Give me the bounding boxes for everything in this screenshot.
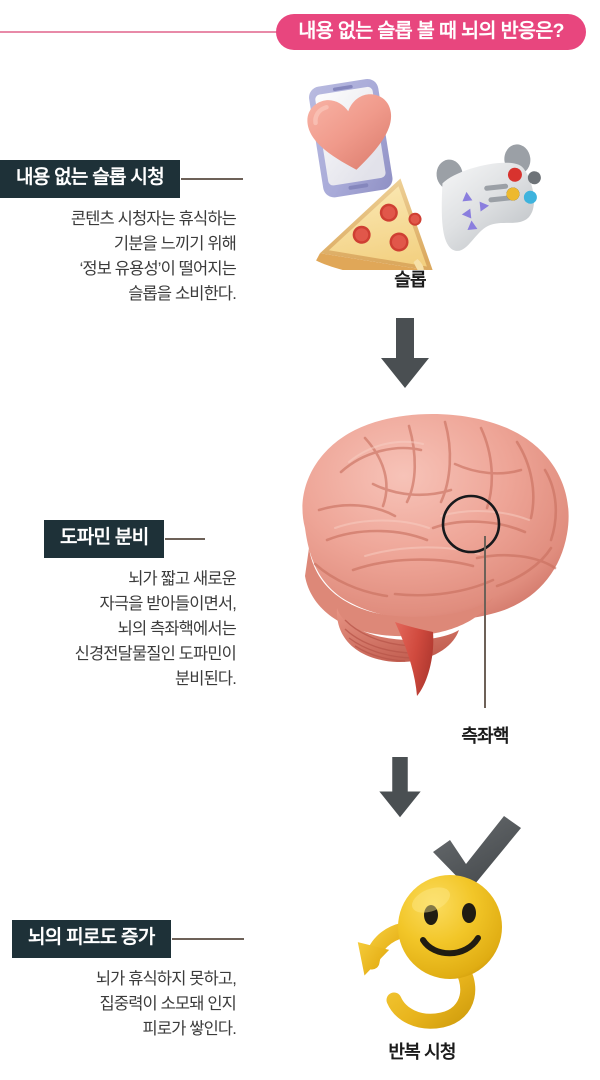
label-slop-viewing: 내용 없는 슬롭 시청 bbox=[0, 160, 180, 198]
slop-media-icons bbox=[307, 78, 541, 282]
body-line: 집중력이 소모돼 인지 bbox=[99, 995, 237, 1014]
figure-repeat-viewing bbox=[300, 812, 600, 1042]
body-text-dopamine: 뇌가 짧고 새로운 자극을 받아들이면서, 뇌의 측좌핵에서는 신경전달물질인 … bbox=[0, 567, 250, 692]
label-dopamine-release: 도파민 분비 bbox=[44, 520, 165, 558]
body-line: 분비된다. bbox=[174, 670, 237, 689]
step-block-dopamine: 도파민 분비 뇌가 짧고 새로운 자극을 받아들이면서, 뇌의 측좌핵에서는 신… bbox=[0, 520, 250, 692]
page-title: 내용 없는 슬롭 볼 때 뇌의 반응은? bbox=[276, 13, 586, 51]
body-line: 뇌가 휴식하지 못하고, bbox=[95, 969, 237, 988]
label-connector-dopamine bbox=[165, 538, 206, 540]
title-banner-row: 내용 없는 슬롭 볼 때 뇌의 반응은? bbox=[0, 10, 600, 54]
brain-illustration bbox=[302, 413, 569, 696]
label-connector-fatigue bbox=[171, 938, 244, 940]
label-row-dopamine: 도파민 분비 bbox=[0, 520, 250, 558]
label-connector-slop bbox=[180, 178, 243, 180]
label-row-fatigue: 뇌의 피로도 증가 bbox=[0, 920, 250, 958]
nucleus-accumbens-marker bbox=[441, 494, 501, 554]
body-line: 뇌가 짧고 새로운 bbox=[128, 569, 237, 588]
caption-repeat-viewing: 반복 시청 bbox=[388, 1042, 456, 1062]
label-row-slop: 내용 없는 슬롭 시청 bbox=[0, 160, 250, 198]
arrow-slop-to-brain bbox=[375, 318, 435, 395]
leader-line-accumbens bbox=[484, 536, 486, 708]
title-rule bbox=[0, 31, 283, 33]
body-line: 뇌의 측좌핵에서는 bbox=[117, 620, 237, 639]
figure-brain bbox=[245, 398, 600, 698]
body-line: 콘텐츠 시청자는 휴식하는 bbox=[70, 209, 237, 228]
body-line: ‘정보 유용성’이 떨어지는 bbox=[79, 260, 237, 279]
repeat-arrow-head bbox=[357, 942, 390, 976]
step-block-fatigue: 뇌의 피로도 증가 뇌가 휴식하지 못하고, 집중력이 소모돼 인지 피로가 쌓… bbox=[0, 920, 250, 1042]
body-line: 기분을 느끼기 위해 bbox=[113, 235, 237, 254]
body-line: 신경전달물질인 도파민이 bbox=[74, 645, 237, 664]
caption-nucleus-accumbens: 측좌핵 bbox=[461, 726, 509, 746]
smiley-face bbox=[398, 875, 502, 979]
label-brain-fatigue: 뇌의 피로도 증가 bbox=[12, 920, 171, 958]
body-line: 슬롭을 소비한다. bbox=[128, 285, 237, 304]
body-line: 자극을 받아들이면서, bbox=[99, 595, 237, 614]
check-icon bbox=[433, 816, 521, 890]
arrow-brain-to-repeat bbox=[370, 757, 430, 824]
step-block-slop: 내용 없는 슬롭 시청 콘텐츠 시청자는 휴식하는 기분을 느끼기 위해 ‘정보… bbox=[0, 160, 250, 307]
figure-slop bbox=[290, 70, 580, 282]
body-text-slop: 콘텐츠 시청자는 휴식하는 기분을 느끼기 위해 ‘정보 유용성’이 떨어지는 … bbox=[0, 207, 250, 307]
body-line: 피로가 쌓인다. bbox=[142, 1020, 237, 1039]
caption-slop: 슬롭 bbox=[394, 270, 426, 290]
body-text-fatigue: 뇌가 휴식하지 못하고, 집중력이 소모돼 인지 피로가 쌓인다. bbox=[0, 967, 250, 1042]
smiley-repeat-check bbox=[357, 816, 521, 1029]
